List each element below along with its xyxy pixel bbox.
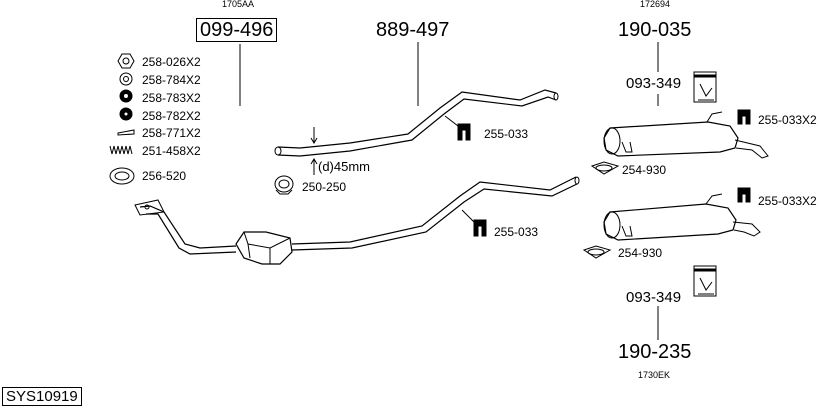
rubber-hanger-mid-bottom [461, 209, 487, 237]
gasket-bottom [582, 245, 612, 259]
fitting-part-label: 258-771X2 [142, 126, 201, 140]
fitting-part-label: 258-783X2 [142, 91, 201, 105]
spring-icon [109, 145, 133, 155]
nut-icon-hex [117, 53, 135, 69]
rear-silencer-top [603, 111, 769, 159]
gasket-label-bottom: 254-930 [618, 246, 663, 260]
fitting-part-label: 256-520 [142, 169, 187, 183]
fitting-part-label: 258-784X2 [142, 73, 201, 87]
flange-nut-icon [119, 107, 133, 121]
clamp-250-250-label: 250-250 [302, 180, 347, 194]
washer-icon [119, 72, 133, 86]
rubber-hanger-rear-top [737, 109, 751, 125]
bolt-icon [117, 129, 135, 136]
clamp-250-250 [274, 175, 294, 195]
main-pipe-099-496 [134, 176, 580, 265]
rear-silencer-bottom [603, 193, 761, 241]
rubber-hanger-mid-top [444, 115, 471, 141]
hanger-label-rear-top: 255-033X2 [758, 113, 817, 127]
fitting-part-label: 251-458X2 [142, 144, 201, 158]
part-number-889-497: 889-497 [376, 19, 450, 41]
system-code: SYS10919 [2, 387, 82, 406]
clamp-label-top: 093-349 [626, 75, 682, 92]
front-pipe-889-497 [274, 89, 559, 175]
clamp-label-bottom: 093-349 [626, 289, 682, 306]
part-number-190-235: 190-235 [618, 341, 692, 363]
ref-172694: 172694 [640, 0, 671, 9]
gasket-label-top: 254-930 [622, 163, 667, 177]
part-number-099-496: 099-496 [196, 18, 278, 42]
hanger-label-rear-bottom: 255-033X2 [758, 194, 817, 208]
fitting-part-label: 258-782X2 [142, 109, 201, 123]
spring-washer-icon [119, 89, 133, 103]
gasket-top [590, 161, 620, 175]
clamp-kit-top [693, 71, 717, 103]
ref-1705aa: 1705AA [222, 0, 255, 9]
part-number-190-035: 190-035 [618, 19, 692, 41]
clamp-kit-bottom [693, 265, 717, 297]
rubber-hanger-rear-bottom [737, 187, 751, 203]
fitting-part-label: 258-026X2 [142, 55, 201, 69]
ref-1730ek: 1730EK [638, 370, 671, 380]
hanger-label-mid-bottom: 255-033 [494, 225, 539, 239]
hanger-label-mid-top: 255-033 [484, 127, 529, 141]
gasket-ring-icon [109, 167, 135, 185]
diameter-label: (d)45mm [318, 159, 371, 174]
